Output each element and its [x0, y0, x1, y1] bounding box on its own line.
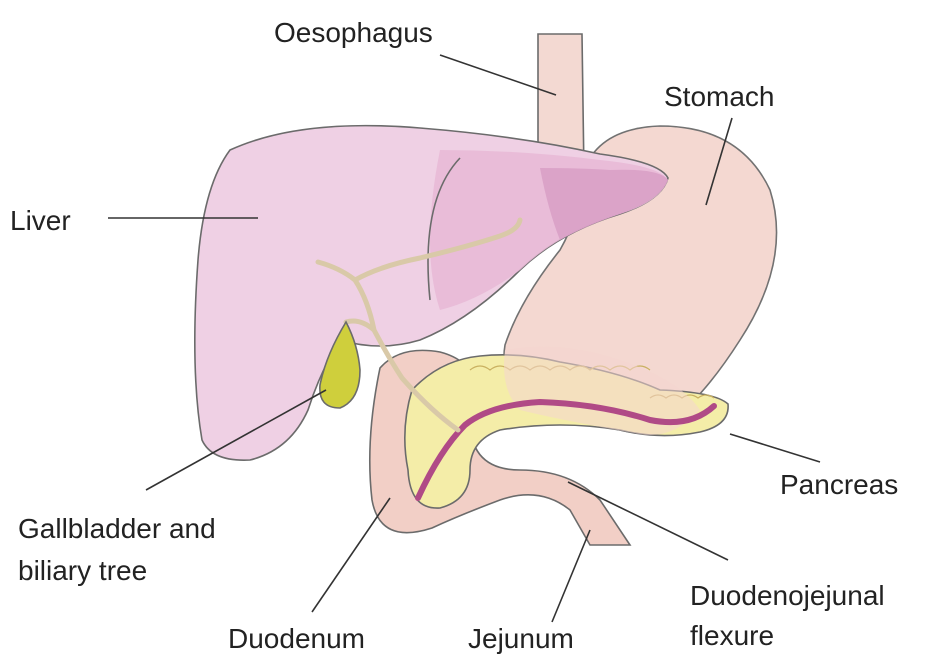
jejunum-label: Jejunum [468, 623, 574, 654]
stomach-label: Stomach [664, 81, 775, 112]
duodenum-label: Duodenum [228, 623, 365, 654]
pancreas-leader [730, 434, 820, 462]
oesophagus-label: Oesophagus [274, 17, 433, 48]
dj-flexure-label-line2: flexure [690, 620, 774, 651]
duodenum-leader [312, 498, 390, 612]
jejunum-leader [552, 530, 590, 622]
gallbladder-label-line1: Gallbladder and [18, 513, 216, 544]
pancreas-label: Pancreas [780, 469, 898, 500]
liver-label: Liver [10, 205, 71, 236]
dj-flexure-label-line1: Duodenojejunal [690, 580, 885, 611]
gallbladder-label-line2: biliary tree [18, 555, 147, 586]
